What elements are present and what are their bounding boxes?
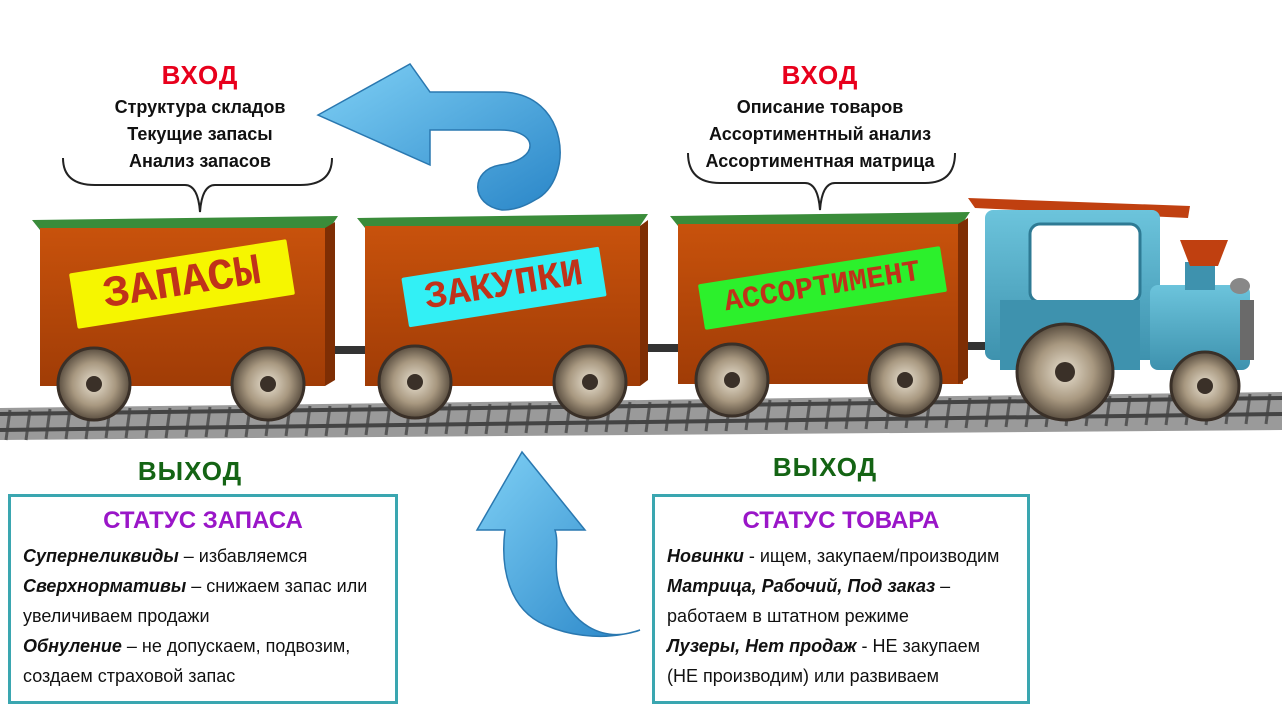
wheel-icon xyxy=(867,342,943,418)
input-left-item: Анализ запасов xyxy=(128,151,271,171)
brace-right xyxy=(687,152,956,211)
status-line: Лузеры, Нет продаж - НЕ закупаем xyxy=(667,636,981,656)
input-left-title: ВХОД xyxy=(161,60,239,90)
input-left-item: Структура складов xyxy=(114,97,286,117)
input-right-item: Описание товаров xyxy=(736,97,904,117)
input-right-list: Описание товаров Ассортиментный анализ А… xyxy=(670,94,970,175)
input-right-item: Ассортиментная матрица xyxy=(705,151,935,171)
output-right-panel: СТАТУС ТОВАРА Новинки - ищем, закупаем/п… xyxy=(652,494,1030,704)
locomotive xyxy=(968,198,1254,370)
output-right-title: ВЫХОД xyxy=(772,452,878,482)
status-line: работаем в штатном режиме xyxy=(667,606,909,626)
input-left-item: Текущие запасы xyxy=(127,124,273,144)
wheel-icon xyxy=(552,344,628,420)
input-right-title: ВХОД xyxy=(781,60,859,90)
status-line: Сверхнормативы – снижаем запас или xyxy=(23,576,368,596)
status-line: Новинки - ищем, закупаем/производим xyxy=(667,546,1000,566)
wheel-icon xyxy=(230,346,306,422)
input-left-list: Структура складов Текущие запасы Анализ … xyxy=(80,94,320,175)
wheel-icon xyxy=(1015,322,1115,422)
status-line: (НЕ производим) или развиваем xyxy=(667,666,940,686)
status-line: увеличиваем продажи xyxy=(23,606,210,626)
brace-left xyxy=(62,157,333,213)
status-line: Матрица, Рабочий, Под заказ – xyxy=(667,576,951,596)
arrow-up-icon xyxy=(475,450,641,638)
wheel-icon xyxy=(377,344,453,420)
wheel-icon xyxy=(694,342,770,418)
status-line: Обнуление – не допускаем, подвозим, xyxy=(23,636,351,656)
output-right-panel-title: СТАТУС ТОВАРА xyxy=(742,507,940,534)
status-line: создаем страховой запас xyxy=(23,666,236,686)
output-left-panel-title: СТАТУС ЗАПАСА xyxy=(103,507,303,534)
arrow-up-left-icon xyxy=(316,63,561,211)
status-line: Супернеликвиды – избавляемся xyxy=(23,546,308,566)
wheel-icon xyxy=(1169,350,1241,422)
output-left-panel: СТАТУС ЗАПАСА Супернеликвиды – избавляем… xyxy=(8,494,398,704)
wheel-icon xyxy=(56,346,132,422)
output-left-title: ВЫХОД xyxy=(137,456,243,486)
input-right-item: Ассортиментный анализ xyxy=(708,124,932,144)
